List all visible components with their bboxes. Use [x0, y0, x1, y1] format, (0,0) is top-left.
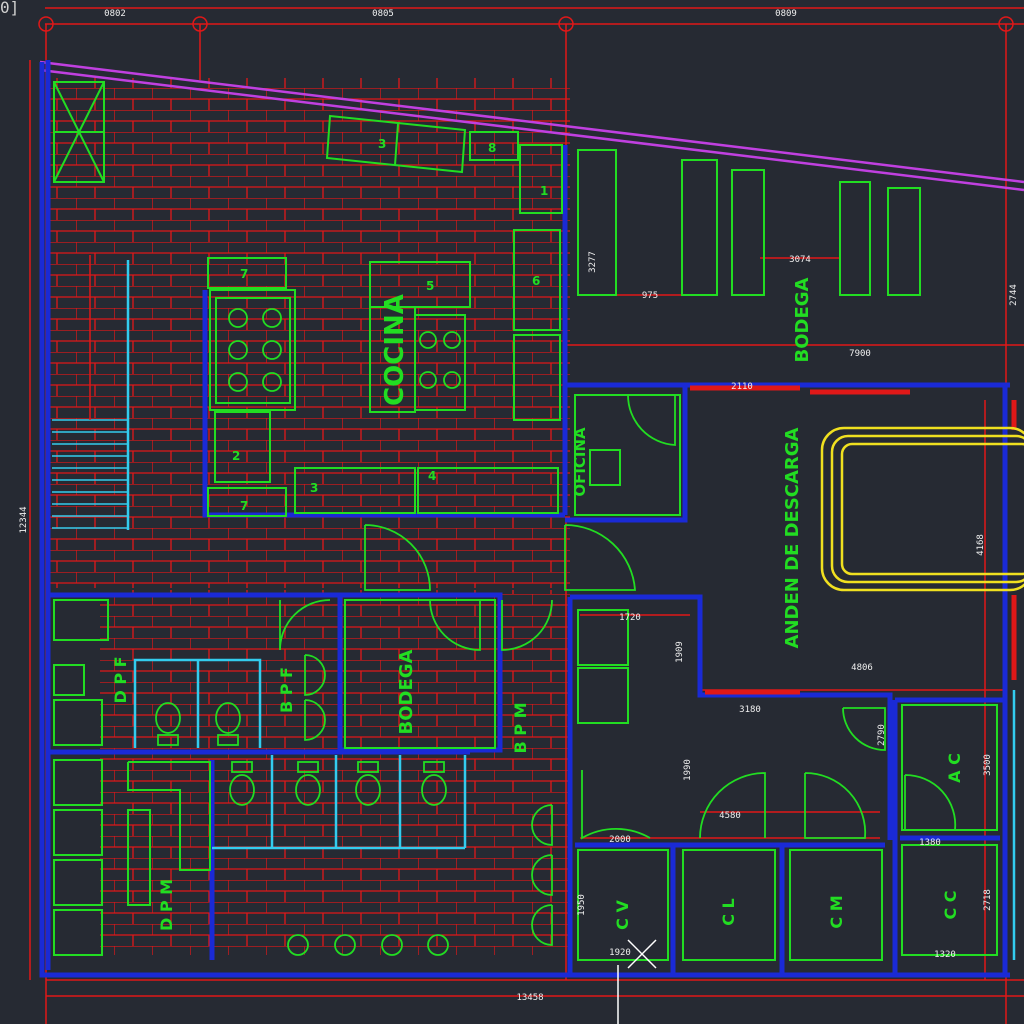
equip-num-5: 5: [426, 279, 434, 293]
axis-bubbles: [38, 16, 1014, 32]
dim-cold-6: 4580: [719, 811, 741, 821]
label-cv: C V: [613, 900, 632, 930]
openings: [690, 385, 1017, 695]
equip-num-2: 2: [232, 449, 240, 463]
dim-bodega-w: 7900: [849, 349, 871, 359]
dim-cc: 2718: [983, 889, 993, 911]
dim-oficina: 2110: [731, 382, 753, 392]
dim-cold-4: 2790: [877, 724, 887, 746]
dim-top-1: 0802: [104, 9, 126, 19]
dim-anden-v: 4168: [976, 534, 986, 556]
equip-num-7-top: 7: [240, 267, 248, 281]
dim-anden-h: 4806: [851, 663, 873, 673]
stair: [52, 255, 130, 530]
door-swings: [279, 394, 957, 840]
cursor-crosshair: [617, 939, 657, 1024]
walls: [39, 60, 1010, 978]
label-bodega-top: BODEGA: [792, 277, 813, 362]
equip-num-1: 1: [540, 184, 548, 198]
dim-cold-5: 1990: [683, 759, 693, 781]
dim-bodega-v: 3277: [588, 251, 598, 273]
dim-ac-2: 3500: [983, 754, 993, 776]
dim-cold-7: 2000: [609, 835, 631, 845]
label-oficina: OFICINA: [571, 427, 589, 497]
dim-top-2: 0805: [372, 9, 394, 19]
label-cc: C C: [941, 890, 960, 919]
equip-num-8: 8: [488, 141, 496, 155]
label-anden: ANDEN DE DESCARGA: [782, 427, 803, 648]
label-bpf: B P F: [277, 667, 296, 713]
equip-num-3-top: 3: [378, 137, 386, 151]
dim-cc-2: 1320: [934, 950, 956, 960]
equip-num-6: 6: [532, 274, 540, 288]
viewport-corner-label: 0]: [0, 0, 20, 17]
dim-bodega-h2: 3074: [789, 255, 811, 265]
dim-top-3: 0809: [775, 9, 797, 19]
dim-ac: 1380: [919, 838, 941, 848]
dim-left: 12344: [19, 506, 29, 533]
dim-bottom: 13458: [516, 993, 543, 1003]
dim-bodega-h1: 975: [642, 291, 658, 301]
label-bodega-center: BODEGA: [396, 649, 417, 734]
label-cl: C L: [719, 898, 738, 926]
label-dpm: D P M: [157, 879, 176, 931]
label-bpm: B P M: [511, 703, 530, 754]
label-cm: C M: [827, 895, 846, 928]
equip-num-3-mid: 3: [310, 481, 318, 495]
equip-num-7-bottom: 7: [240, 499, 248, 513]
stall-partitions: [133, 658, 1016, 960]
label-dpf: D P F: [111, 656, 130, 703]
equip-num-4: 4: [428, 469, 436, 483]
label-ac: A C: [945, 753, 964, 783]
dim-right-top: 2744: [1009, 284, 1019, 306]
dim-cold-3: 3180: [739, 705, 761, 715]
property-line: [39, 60, 1024, 192]
dim-cold-2: 1909: [675, 641, 685, 663]
dim-cv-2: 1920: [609, 948, 631, 958]
label-cocina: COCINA: [380, 294, 410, 406]
truck-outline: [820, 426, 1024, 592]
fixtures: [155, 308, 553, 956]
dim-cv: 1950: [577, 894, 587, 916]
dim-cold-1: 1720: [619, 613, 641, 623]
